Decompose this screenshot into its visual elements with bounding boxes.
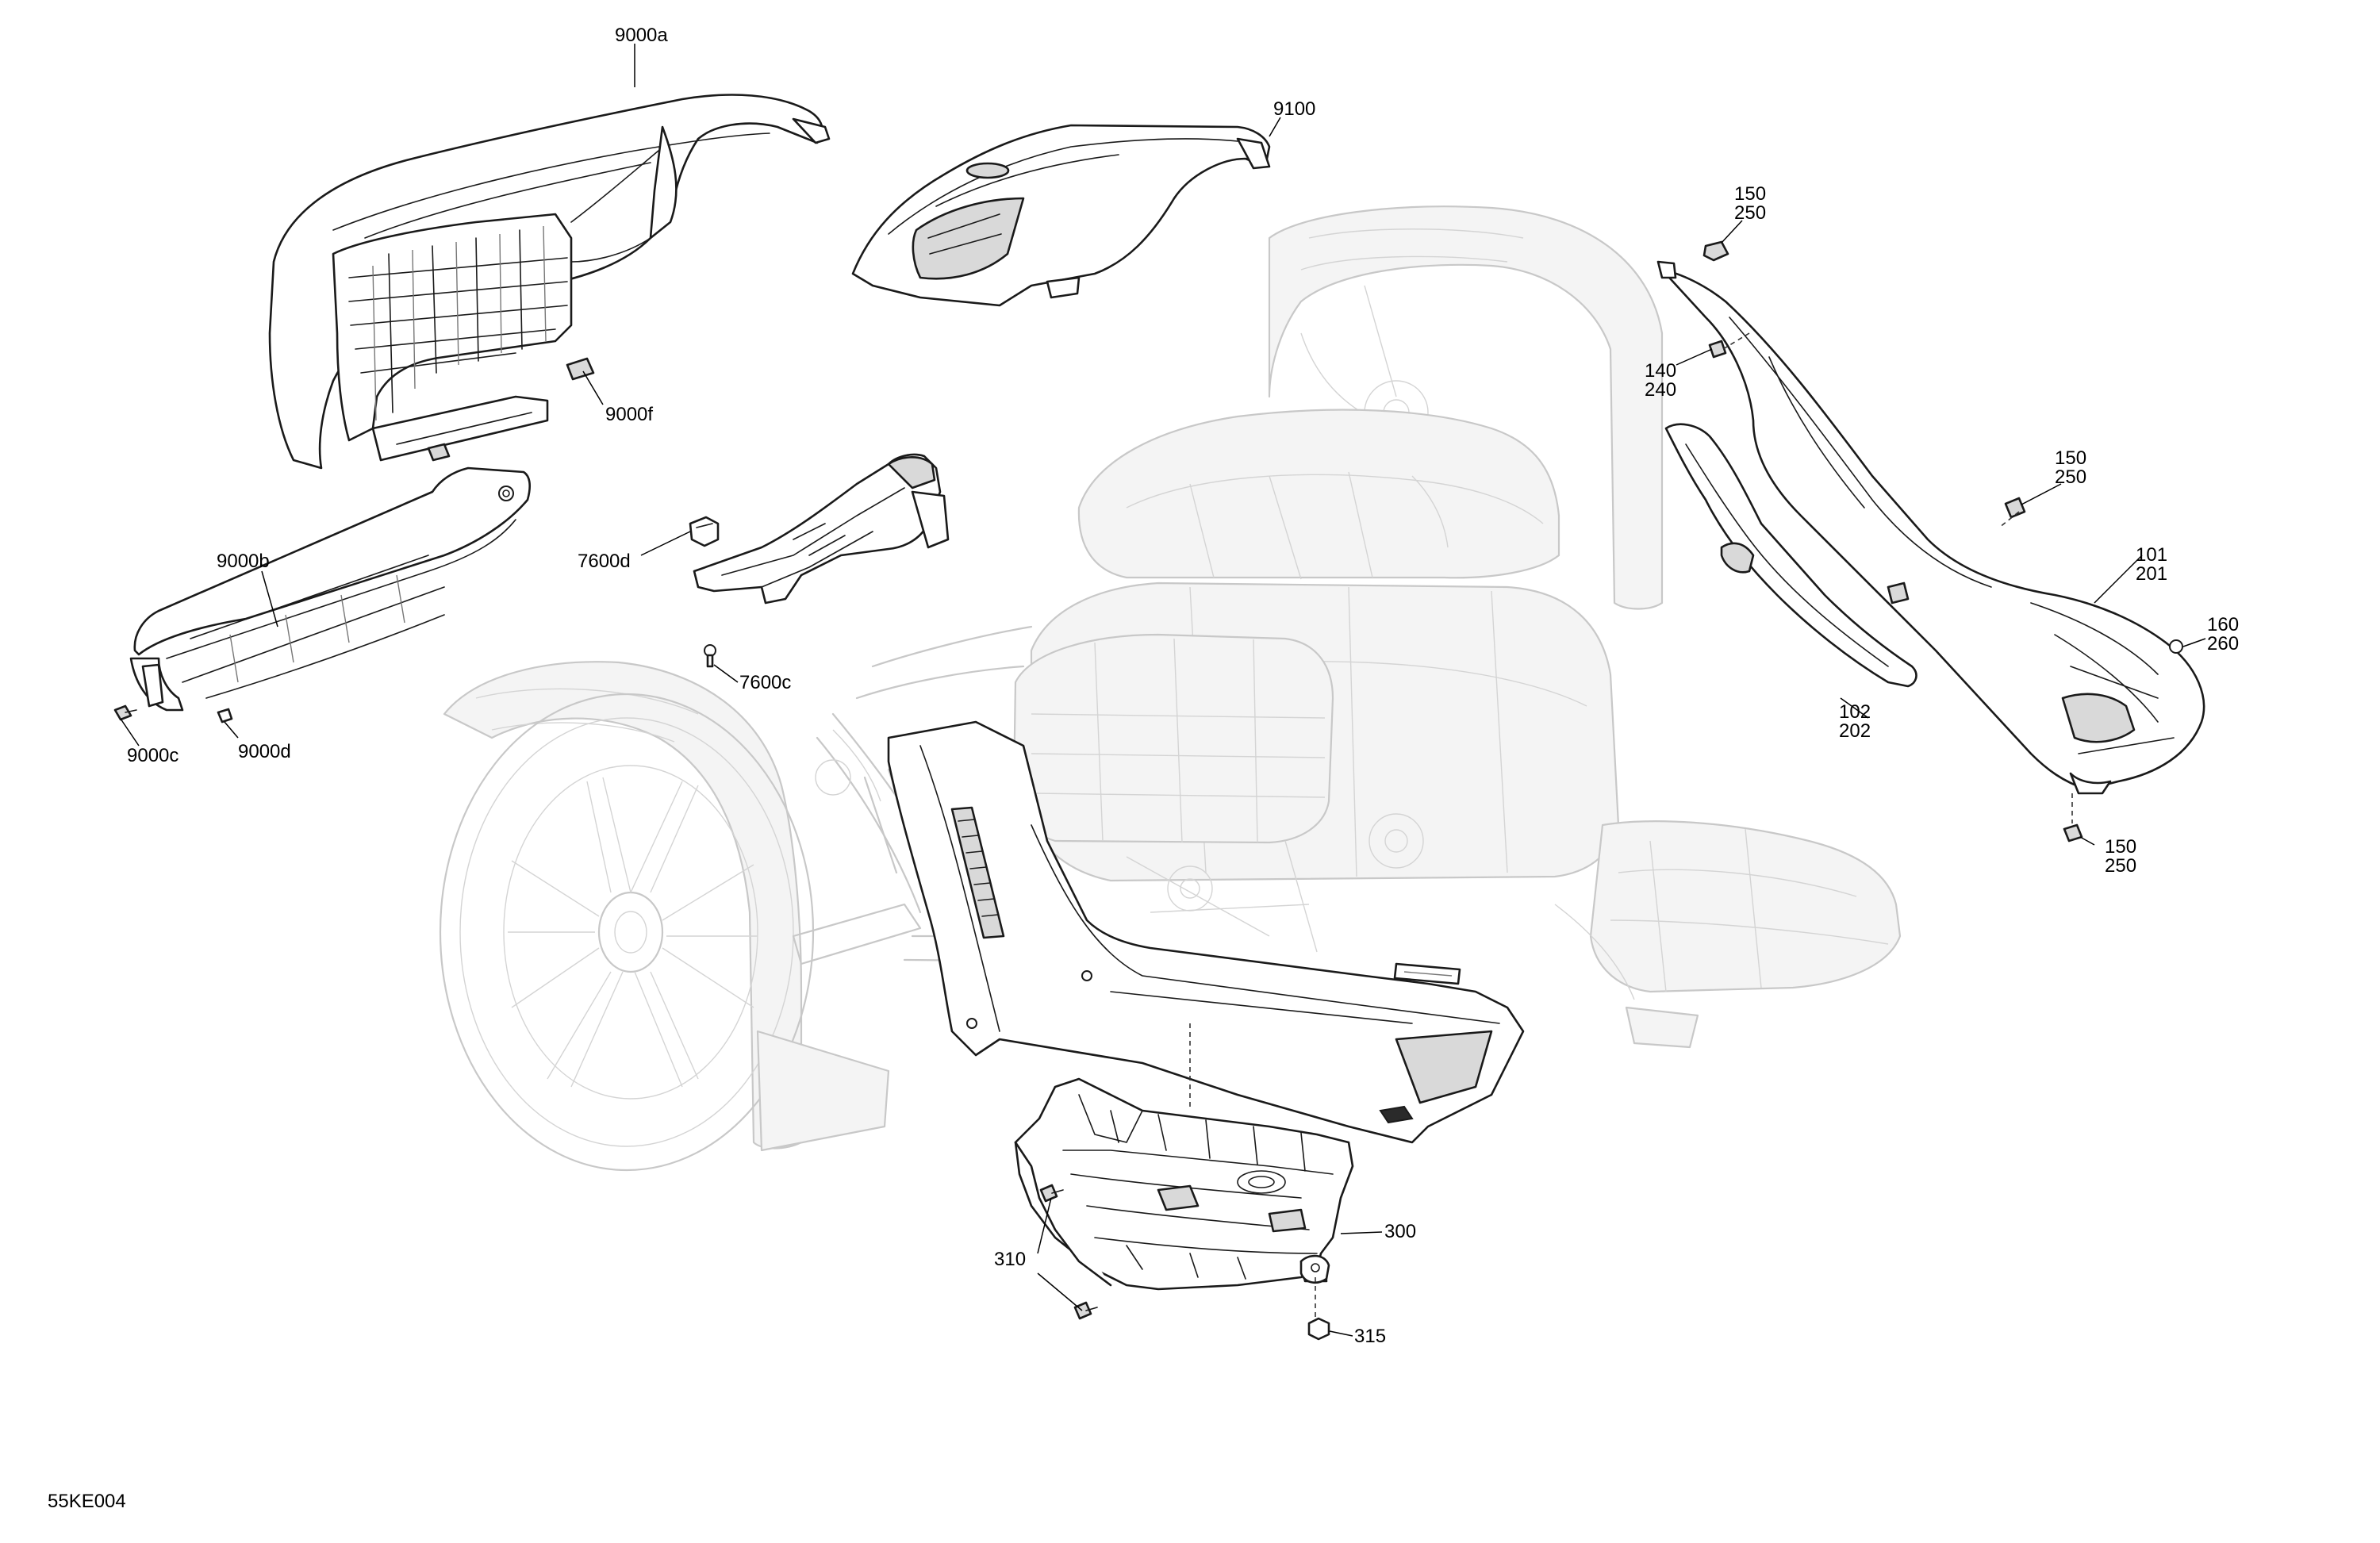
part-9100-upper-cover [851,124,1271,307]
label-7600c: 7600c [739,672,791,693]
label-9000c: 9000c [127,745,178,766]
part-150-250-mid-fastener [1998,497,2026,528]
part-150-250-top-fastener [1702,240,1729,262]
part-9000c-screw [113,704,137,721]
part-315-nut [1307,1317,1330,1341]
vehicle-ghost-outline [439,205,1902,1172]
part-7600-bracket [689,453,950,605]
part-160-260-fastener [2169,639,2183,654]
label-9000f: 9000f [605,404,653,425]
part-102-202-side-trim [1664,423,1917,688]
part-101-201-right-side-panel [1656,260,2205,795]
label-9000a: 9000a [615,25,668,46]
label-315: 315 [1354,1326,1386,1347]
part-310-screws [1039,1184,1098,1320]
label-9000d: 9000d [238,741,291,762]
part-9000d-clip [217,708,233,724]
part-center-side-cover [887,720,1525,1144]
part-9000b-front-lower-panel [129,466,532,712]
part-7600c-screw [704,644,716,668]
drawing-code: 55KE004 [48,1491,126,1512]
part-300-lower-tray [1014,1023,1354,1317]
leader-lines [120,44,2206,1337]
label-300: 300 [1384,1221,1416,1242]
label-9100: 9100 [1273,98,1315,120]
part-9000a-front-fascia [268,94,831,470]
part-140-240-fastener [1708,332,1750,359]
label-7600d: 7600d [578,551,631,572]
label-9000b: 9000b [217,551,270,572]
part-9000f-clip [427,357,595,462]
part-150-250-bottom-fastener [2063,793,2083,843]
label-310: 310 [994,1249,1026,1270]
